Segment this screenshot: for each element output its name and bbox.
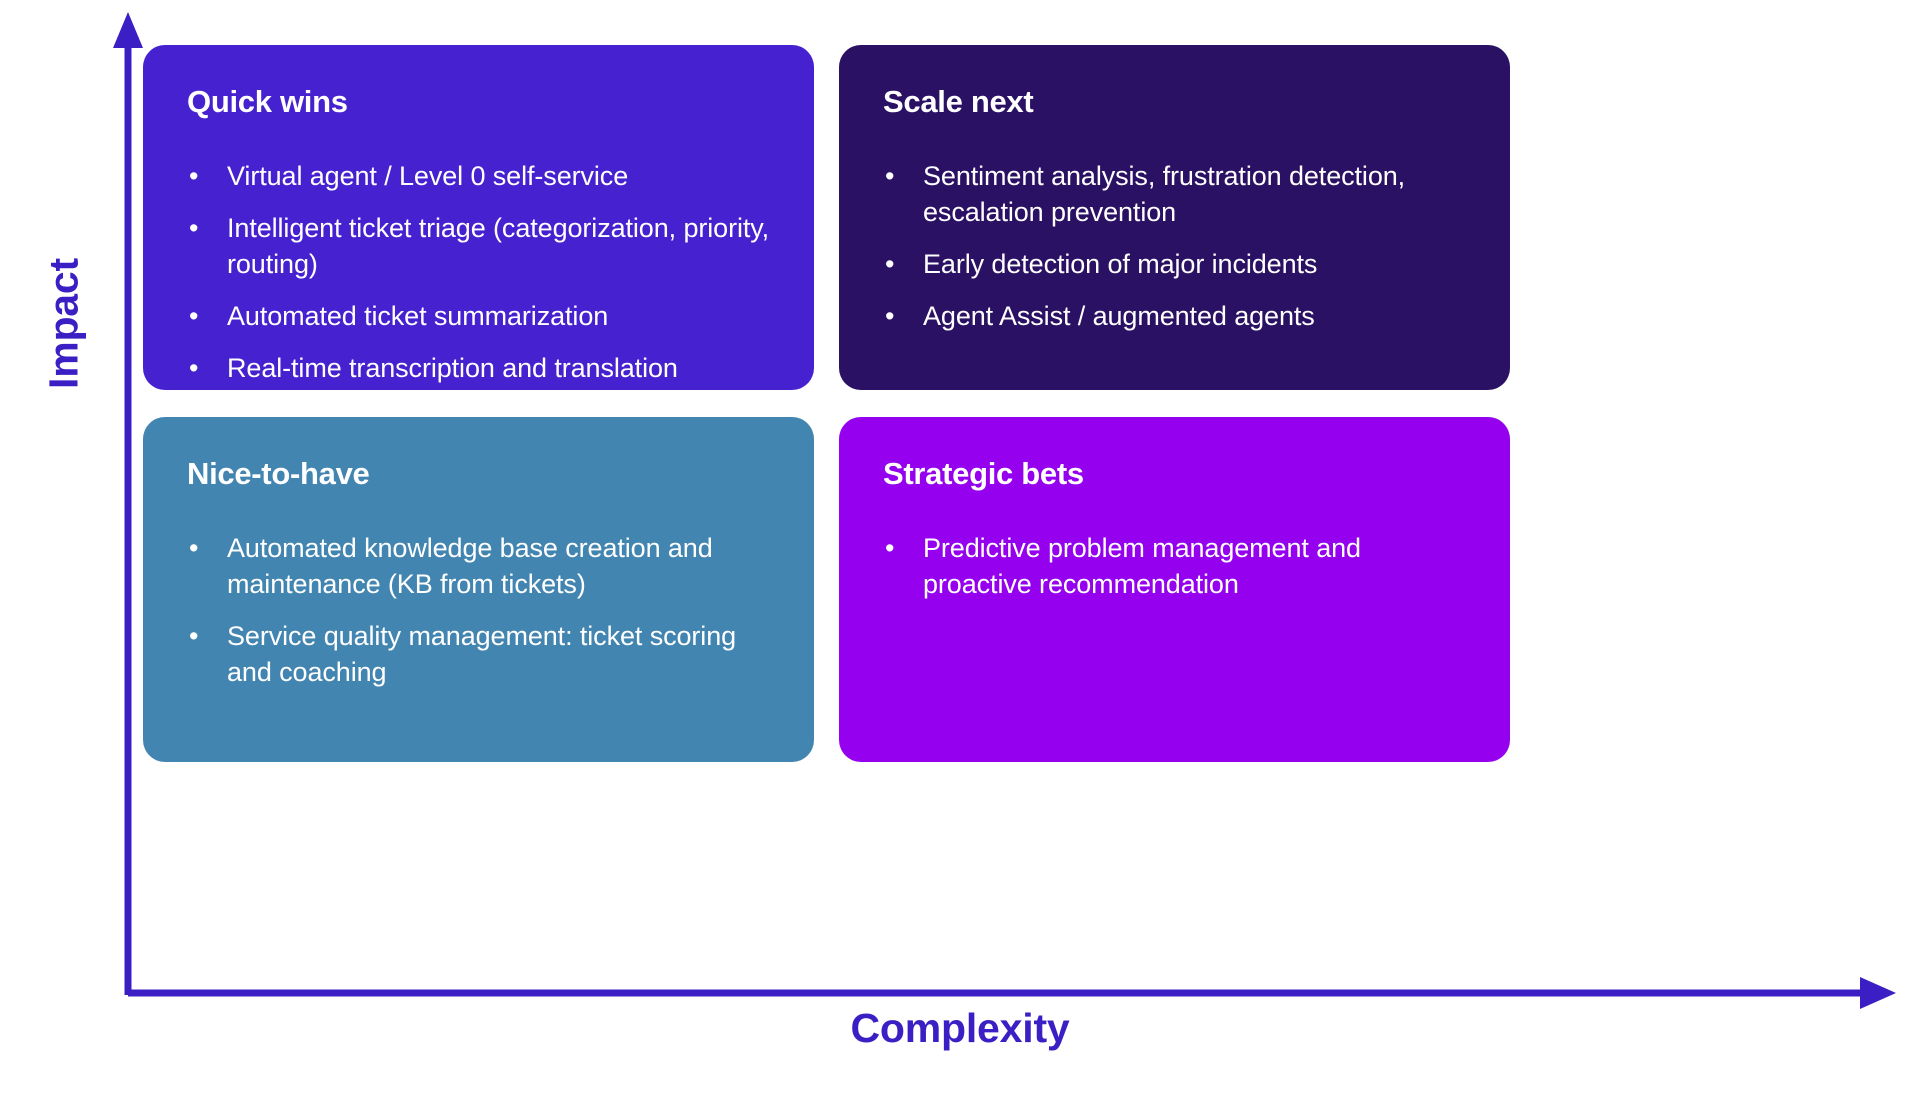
- list-item: • Predictive problem management and proa…: [883, 531, 1466, 603]
- x-axis-label: Complexity: [850, 1005, 1070, 1051]
- bullet-dot-icon: •: [885, 248, 895, 279]
- bullet-list: • Virtual agent / Level 0 self-service •…: [187, 159, 770, 387]
- list-item: • Service quality management: ticket sco…: [187, 619, 770, 691]
- quadrant-grid: Quick wins • Virtual agent / Level 0 sel…: [143, 45, 1510, 762]
- bullet-dot-icon: •: [189, 300, 199, 331]
- bullet-list: • Predictive problem management and proa…: [883, 531, 1466, 603]
- list-item: • Agent Assist / augmented agents: [883, 299, 1466, 335]
- bullet-dot-icon: •: [189, 533, 199, 564]
- bullet-dot-icon: •: [189, 161, 199, 192]
- list-item-label: Predictive problem management and proact…: [923, 533, 1361, 599]
- list-item-label: Sentiment analysis, frustration detectio…: [923, 161, 1406, 227]
- quadrant-title: Quick wins: [187, 84, 348, 119]
- bullet-list: • Automated knowledge base creation and …: [187, 531, 770, 691]
- list-item-label: Early detection of major incidents: [923, 248, 1318, 279]
- list-item: • Real-time transcription and translatio…: [187, 351, 770, 387]
- bullet-list: • Sentiment analysis, frustration detect…: [883, 159, 1466, 335]
- quadrant-title: Strategic bets: [883, 456, 1084, 491]
- bullet-dot-icon: •: [885, 300, 895, 331]
- bullet-dot-icon: •: [189, 352, 199, 383]
- list-item-label: Agent Assist / augmented agents: [923, 300, 1315, 331]
- list-item-label: Real-time transcription and translation: [227, 352, 678, 383]
- list-item-label: Service quality management: ticket scori…: [227, 620, 737, 687]
- y-axis-label: Impact: [40, 258, 87, 389]
- list-item: • Virtual agent / Level 0 self-service: [187, 159, 770, 195]
- quadrant-nice-to-have[interactable]: Nice-to-have • Automated knowledge base …: [143, 417, 814, 762]
- quadrant-quick-wins[interactable]: Quick wins • Virtual agent / Level 0 sel…: [143, 45, 814, 390]
- list-item: • Early detection of major incidents: [883, 247, 1466, 283]
- list-item-label: Automated ticket summarization: [227, 300, 609, 331]
- list-item-label: Automated knowledge base creation and ma…: [227, 533, 713, 599]
- bullet-dot-icon: •: [885, 533, 895, 564]
- bullet-dot-icon: •: [189, 213, 199, 243]
- list-item: • Automated knowledge base creation and …: [187, 531, 770, 603]
- list-item: • Automated ticket summarization: [187, 299, 770, 335]
- quadrant-title: Scale next: [883, 84, 1034, 119]
- list-item-label: Virtual agent / Level 0 self-service: [227, 161, 629, 192]
- quadrant-title: Nice-to-have: [187, 456, 370, 491]
- quadrant-strategic-bets[interactable]: Strategic bets • Predictive problem mana…: [839, 417, 1510, 762]
- y-axis: [113, 12, 143, 995]
- quadrant-scale-next[interactable]: Scale next • Sentiment analysis, frustra…: [839, 45, 1510, 390]
- bullet-dot-icon: •: [885, 161, 895, 192]
- bullet-dot-icon: •: [189, 620, 199, 651]
- list-item: • Intelligent ticket triage (categorizat…: [187, 211, 770, 283]
- list-item-label: Intelligent ticket triage (categorizatio…: [227, 213, 770, 279]
- list-item: • Sentiment analysis, frustration detect…: [883, 159, 1466, 231]
